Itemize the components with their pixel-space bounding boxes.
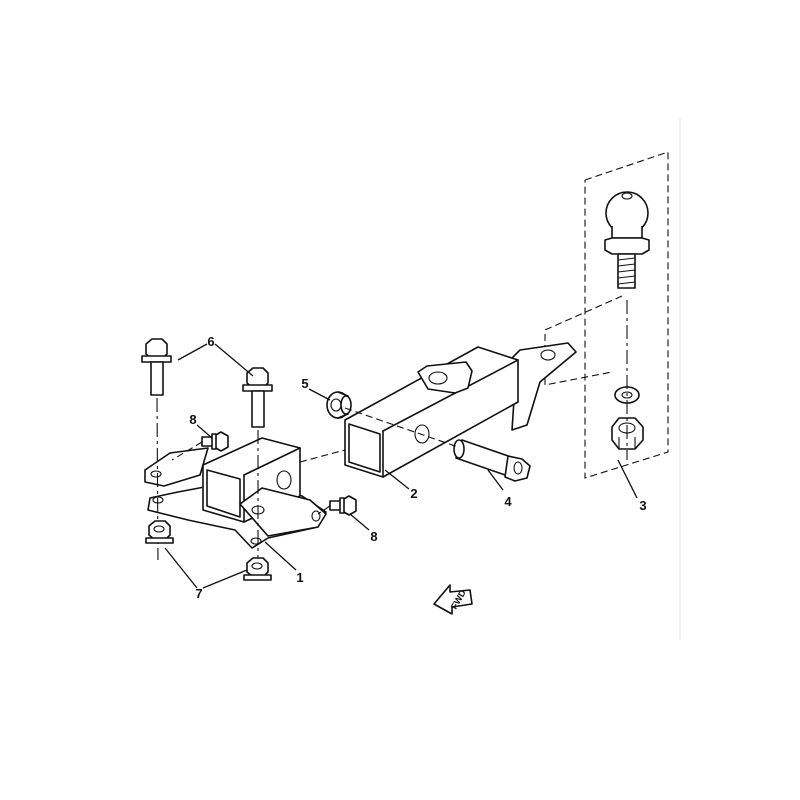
forward-direction-arrow: FWD — [433, 584, 473, 615]
callout-8-lower: 8 — [370, 529, 377, 544]
drawbar-insertion-path — [299, 449, 346, 463]
callout-7: 7 — [195, 586, 202, 601]
flange-nut-left — [145, 520, 174, 544]
short-bolt-lower-path — [317, 505, 331, 515]
short-bolt-upper — [201, 431, 229, 452]
bolt-left — [141, 338, 172, 396]
callout-6: 6 — [207, 334, 214, 349]
hitch-pin — [453, 439, 531, 482]
callout-3: 3 — [639, 498, 646, 513]
ball-assembly-path — [544, 295, 623, 386]
leader-lines — [164, 343, 638, 589]
bushing — [326, 391, 352, 419]
callout-4: 4 — [504, 494, 512, 509]
hitch-ball-kit-boundary — [584, 151, 669, 479]
callout-1: 1 — [296, 570, 303, 585]
callout-2: 2 — [410, 486, 417, 501]
draw-bar — [344, 342, 577, 478]
receiver-bracket — [144, 437, 327, 549]
flange-nut-right — [243, 557, 272, 581]
callout-5: 5 — [301, 376, 308, 391]
callout-8-upper: 8 — [189, 412, 196, 427]
short-bolt-lower — [329, 495, 357, 516]
hitch-ball — [604, 191, 650, 289]
short-bolt-upper-path — [171, 441, 203, 461]
pin-axis — [344, 407, 459, 448]
bolt-right — [242, 367, 273, 428]
